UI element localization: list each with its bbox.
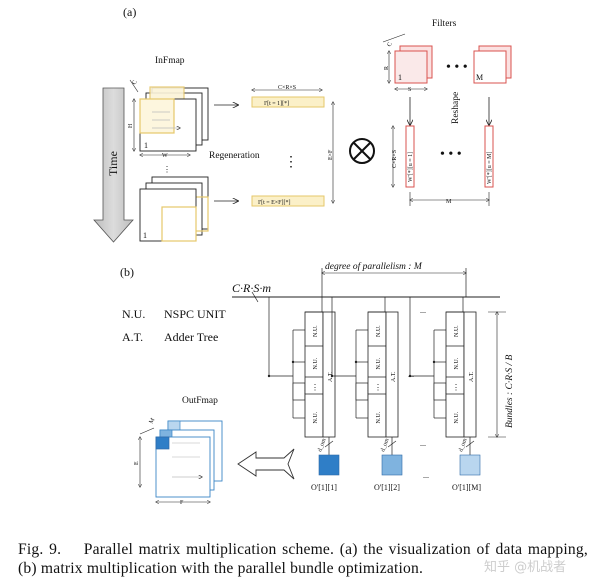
- nu-unit-label: N.U.: [454, 357, 460, 369]
- caption-text: Parallel matrix multiplication scheme. (…: [18, 541, 588, 577]
- output-width-label: d_om: [317, 437, 327, 452]
- outfmap-dim-m: M: [149, 417, 157, 425]
- output-label: O'[1][2]: [374, 483, 400, 492]
- nu-ellipsis: ⋮: [374, 383, 382, 392]
- outfmap-stack: M E F: [134, 417, 223, 506]
- legend-nu-abbr: N.U.: [122, 307, 145, 321]
- nu-unit-label: N.U.: [376, 357, 382, 369]
- panel-b-label: (b): [120, 265, 134, 279]
- infmap-title: InFmap: [155, 56, 185, 66]
- output-block: [318, 454, 340, 476]
- filter-dim-c: C: [387, 42, 394, 48]
- infmap-last-index: 1: [143, 231, 147, 240]
- nu-unit-label: N.U.: [376, 411, 382, 423]
- ef-label: E×F: [328, 149, 334, 160]
- tensor-product-icon: [349, 138, 375, 164]
- w-col-last-label: W'[*][u = M]: [487, 152, 493, 184]
- w-crs-label: C×R×S: [392, 150, 398, 168]
- crs-label: C×R×S: [278, 85, 296, 91]
- infmap-first-index: 1: [144, 141, 148, 150]
- parallelism-label: degree of parallelism : M: [325, 261, 423, 272]
- w-m-label: M: [446, 199, 452, 205]
- w-column-last: [484, 125, 494, 188]
- w-column-first: [405, 125, 415, 188]
- figure-caption: Fig. 9. Parallel matrix multiplication s…: [18, 540, 588, 578]
- output-width-label: d_om: [458, 437, 468, 452]
- adder-tree-label: A.T.: [391, 371, 397, 382]
- nu-unit-label: N.U.: [454, 411, 460, 423]
- caption-fig-number: Fig. 9.: [18, 541, 62, 558]
- w-col-first-label: W'[*][u = 1]: [408, 152, 414, 182]
- nu-unit-label: N.U.: [454, 325, 460, 337]
- filter-last-index: M: [476, 73, 483, 82]
- filter-dots: • • •: [446, 60, 468, 75]
- nu-unit-label: N.U.: [376, 325, 382, 337]
- watermark: 知乎 @机战者: [484, 560, 567, 575]
- row-vector-first: [251, 96, 325, 108]
- output-bottom-ellipsis: ...: [423, 471, 429, 480]
- infmap-dim-h: H: [128, 123, 134, 128]
- row-first-label: I'[t = 1][*]: [264, 101, 289, 107]
- regeneration-label: Regeneration: [209, 151, 260, 161]
- infmap-dim-w: W: [162, 153, 168, 159]
- nu-ellipsis: ⋮: [452, 383, 460, 392]
- output-arrow-icon: [237, 448, 295, 480]
- panel-a-label: (a): [123, 5, 136, 19]
- bundle-top-ellipsis: ...: [420, 306, 426, 315]
- row-last-label: I'[t = E×F][*]: [258, 200, 291, 206]
- nu-unit-label: N.U.: [313, 325, 319, 337]
- rows-vdots: ⋮: [284, 155, 298, 170]
- infmap-stack-bottom: 1: [139, 176, 209, 242]
- filter-first: 1: [394, 45, 433, 84]
- bundles-group: ⋮N.U.N.U.⋮N.U.A.T.d_omO'[1][1]⋮N.U.N.U.⋮…: [267, 297, 481, 492]
- output-block: [459, 454, 481, 476]
- filter-c-dim: [382, 33, 406, 43]
- row-vector-last: [251, 195, 325, 207]
- bundles-label: Bundles : C·R·S / B: [505, 354, 515, 428]
- legend-at-abbr: A.T.: [122, 330, 143, 344]
- infmap-vdots: ⋮: [163, 165, 171, 174]
- infmap-dim-c: C: [132, 80, 139, 86]
- bundle-mid-ellipsis: ...: [408, 370, 414, 379]
- adder-tree-label: A.T.: [469, 371, 475, 382]
- nu-unit-label: N.U.: [313, 411, 319, 423]
- legend-nu-full: NSPC UNIT: [164, 307, 226, 321]
- filter-first-index: 1: [398, 73, 402, 82]
- outfmap-dim-e: E: [134, 461, 140, 465]
- filter-dim-s: S: [408, 87, 411, 93]
- output-width-label: d_om: [380, 437, 390, 452]
- output-label: O'[1][1]: [311, 483, 337, 492]
- filter-last: M: [473, 45, 512, 84]
- nu-unit-label: N.U.: [313, 357, 319, 369]
- time-label: Time: [106, 151, 120, 176]
- outfmap-dim-f: F: [180, 500, 184, 506]
- output-top-ellipsis: ...: [420, 439, 426, 448]
- reshape-label: Reshape: [451, 92, 461, 124]
- nu-ellipsis: ⋮: [311, 383, 319, 392]
- output-label: O'[1][M]: [452, 483, 481, 492]
- time-arrow: Time: [93, 87, 134, 243]
- legend-at-full: Adder Tree: [164, 330, 218, 344]
- infmap-stack-top: 1 C H W: [128, 80, 209, 159]
- filter-dim-r: R: [384, 66, 390, 70]
- output-block: [381, 454, 403, 476]
- input-width-label: C·R·S·m: [232, 281, 271, 295]
- filters-title: Filters: [432, 19, 457, 29]
- w-dots: • • •: [440, 147, 462, 162]
- outfmap-title: OutFmap: [182, 396, 218, 406]
